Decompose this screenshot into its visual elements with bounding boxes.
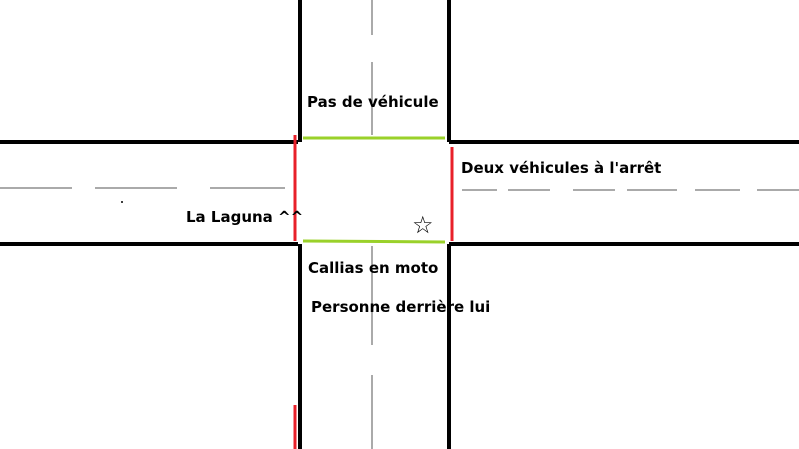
label-west: La Laguna ^^ <box>186 208 303 226</box>
stop-line-south-green <box>302 239 446 244</box>
label-south-rider: Callias en moto <box>308 259 438 277</box>
label-east: Deux véhicules à l'arrêt <box>461 159 661 177</box>
label-north: Pas de véhicule <box>307 93 439 111</box>
stop-lines <box>293 135 454 449</box>
star-outline-icon: ☆ <box>412 211 434 239</box>
stray-dot <box>121 201 123 203</box>
label-south-behind: Personne derrière lui <box>311 298 490 316</box>
